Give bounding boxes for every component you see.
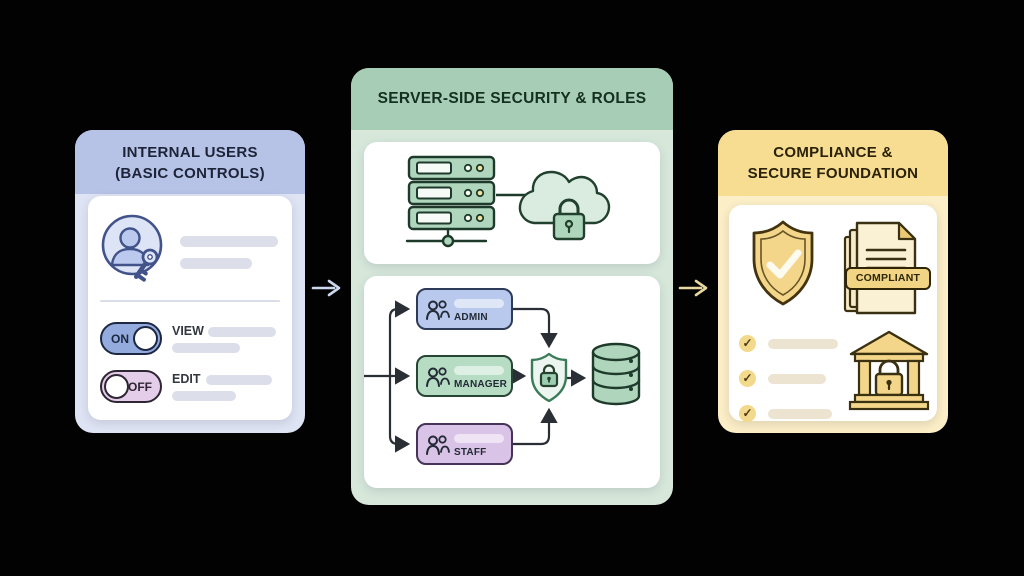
role-node-manager: MANAGER: [416, 355, 513, 397]
toggle-knob: [133, 325, 158, 351]
shield-lock-icon: [530, 352, 568, 403]
roles-flow-card: ADMIN MANAGER: [364, 276, 660, 488]
placeholder-line: [768, 374, 826, 384]
placeholder-line: [180, 236, 278, 247]
bank-lock-icon: [848, 330, 930, 411]
panel-server-security: SERVER-SIDE SECURITY & ROLES: [351, 68, 673, 505]
shield-check-icon: [752, 220, 814, 306]
secure-cloud-icon: [518, 170, 611, 241]
internal-users-title-line1: INTERNAL USERS: [122, 144, 258, 161]
compliance-card: COMPLIANT ✓ ✓ ✓: [729, 205, 937, 422]
edit-toggle[interactable]: OFF: [100, 370, 162, 403]
placeholder-line: [454, 366, 504, 375]
view-label: VIEW: [172, 324, 204, 338]
server-security-title: SERVER-SIDE SECURITY & ROLES: [377, 90, 647, 107]
arrow-right-icon: [678, 279, 708, 297]
panel-compliance: COMPLIANCE & SECURE FOUNDATION COMPLIANT: [718, 130, 948, 433]
users-icon: [426, 435, 450, 455]
server-stack-icon: [405, 155, 496, 248]
internal-users-title-line2: (BASIC CONTROLS): [115, 165, 265, 182]
view-toggle[interactable]: ON: [100, 322, 162, 355]
placeholder-line: [768, 339, 838, 349]
check-icon: ✓: [739, 370, 756, 387]
compliant-documents-icon: [843, 221, 917, 315]
arrow-right-icon: [311, 279, 341, 297]
role-node-admin: ADMIN: [416, 288, 513, 330]
placeholder-line: [206, 375, 272, 385]
toggle-state-label: OFF: [128, 379, 152, 394]
placeholder-line: [454, 299, 504, 308]
database-icon: [591, 342, 641, 406]
divider: [100, 300, 280, 302]
internal-users-card: ON VIEW OFF EDIT: [88, 196, 292, 420]
users-icon: [426, 367, 450, 387]
placeholder-line: [768, 409, 832, 419]
compliance-title-line1: COMPLIANCE &: [773, 144, 893, 161]
check-icon: ✓: [739, 405, 756, 422]
toggle-state-label: ON: [111, 331, 129, 346]
toggle-knob: [104, 373, 129, 399]
role-label-admin: ADMIN: [454, 312, 488, 323]
panel-internal-users: INTERNAL USERS (BASIC CONTROLS) ON: [75, 130, 305, 433]
role-label-staff: STAFF: [454, 447, 487, 458]
compliance-header: COMPLIANCE & SECURE FOUNDATION: [718, 130, 948, 196]
placeholder-line: [454, 434, 504, 443]
check-icon: ✓: [739, 335, 756, 352]
edit-label: EDIT: [172, 372, 201, 386]
users-icon: [426, 300, 450, 320]
placeholder-line: [180, 258, 252, 269]
role-node-staff: STAFF: [416, 423, 513, 465]
role-label-manager: MANAGER: [454, 379, 508, 390]
placeholder-line: [208, 327, 276, 337]
compliance-title-line2: SECURE FOUNDATION: [747, 165, 919, 182]
server-security-header: SERVER-SIDE SECURITY & ROLES: [351, 68, 673, 130]
placeholder-line: [172, 391, 236, 401]
placeholder-line: [172, 343, 240, 353]
server-cloud-card: [364, 142, 660, 264]
roles-flow-connectors: [364, 300, 641, 453]
internal-users-header: INTERNAL USERS (BASIC CONTROLS): [75, 130, 305, 194]
server-cloud-illustration: [405, 155, 611, 248]
user-with-key-icon: [101, 214, 163, 282]
compliant-badge: COMPLIANT: [845, 267, 931, 290]
